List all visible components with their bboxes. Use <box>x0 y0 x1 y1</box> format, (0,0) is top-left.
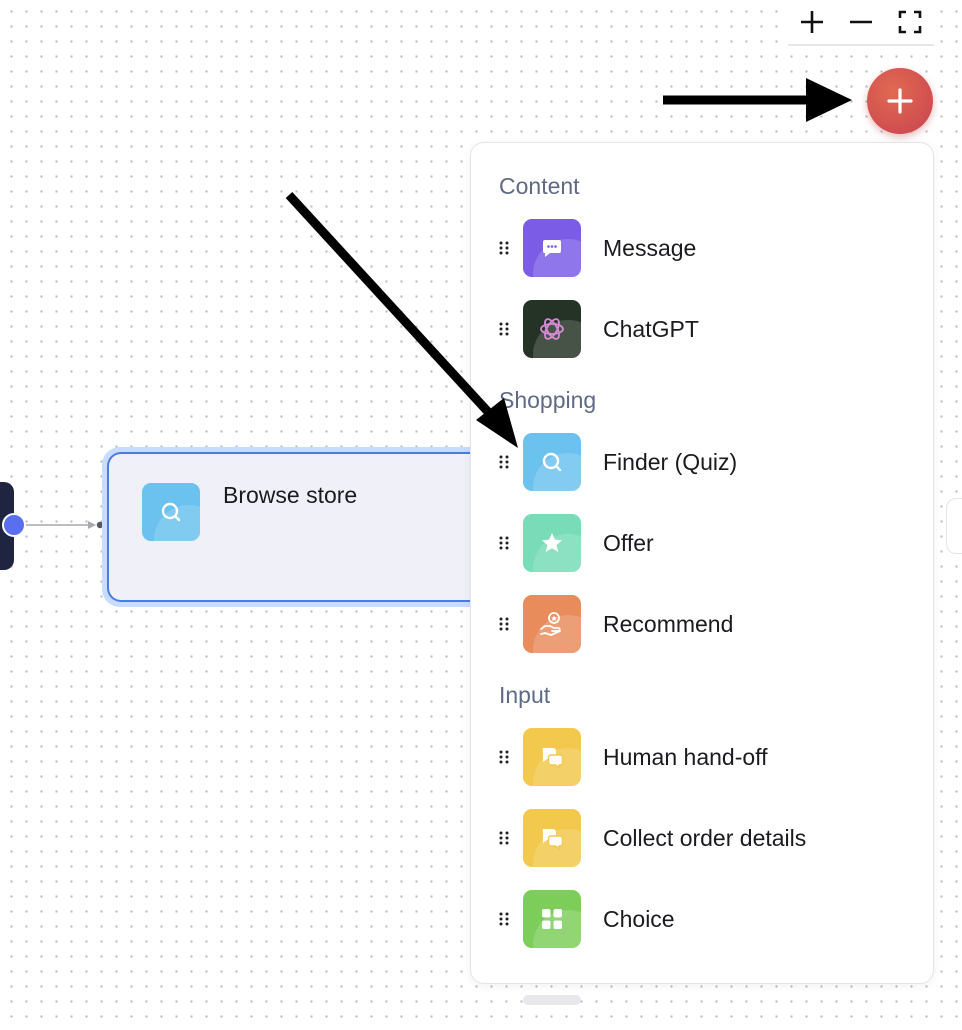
drag-handle-icon[interactable] <box>499 616 511 632</box>
section-title-input: Input <box>499 682 551 708</box>
zoom-out-button[interactable] <box>843 4 879 40</box>
step-palette: Content Message ChatGPT Shopping <box>470 142 934 1005</box>
node-title: Browse store <box>223 482 358 508</box>
hand-star-icon <box>523 595 581 653</box>
drag-handle-icon[interactable] <box>499 240 511 256</box>
connector-line <box>26 521 104 529</box>
tile-icon <box>523 995 581 1005</box>
drag-handle-icon[interactable] <box>499 321 511 337</box>
drag-handle-icon[interactable] <box>499 911 511 927</box>
browse-store-node[interactable] <box>102 447 502 607</box>
palette-item-message[interactable]: Message <box>499 218 919 278</box>
section-title-shopping: Shopping <box>499 387 597 413</box>
palette-item-label: ChatGPT <box>603 315 699 342</box>
palette-item-offer[interactable]: Offer <box>499 513 919 573</box>
drag-handle-icon[interactable] <box>499 830 511 846</box>
side-panel-handle[interactable] <box>946 498 962 554</box>
plus-icon <box>801 11 824 33</box>
drag-handle-icon[interactable] <box>499 535 511 551</box>
palette-item-label: Offer <box>603 529 654 556</box>
fullscreen-icon <box>898 10 921 34</box>
palette-item-chatgpt[interactable]: ChatGPT <box>499 299 919 359</box>
section-title-content: Content <box>499 173 580 199</box>
add-step-button[interactable] <box>867 68 933 134</box>
palette-item-recommend[interactable]: Recommend <box>499 594 919 654</box>
drag-handle-icon[interactable] <box>499 454 511 470</box>
zoom-in-button[interactable] <box>794 4 830 40</box>
minus-icon <box>849 20 872 24</box>
palette-item-label: Finder (Quiz) <box>603 448 738 475</box>
chat-bubbles-icon <box>523 809 581 867</box>
palette-item-partial[interactable] <box>499 970 919 1030</box>
search-icon <box>142 483 200 541</box>
palette-item-label: Collect order details <box>603 824 807 851</box>
star-icon <box>523 514 581 572</box>
palette-item-collect-order-details[interactable]: Collect order details <box>499 808 919 868</box>
palette-item-finder-quiz[interactable]: Finder (Quiz) <box>499 432 919 492</box>
palette-item-label: Human hand-off <box>603 743 768 770</box>
fullscreen-button[interactable] <box>892 4 928 40</box>
grid-icon <box>523 890 581 948</box>
palette-item-label: Recommend <box>603 610 734 637</box>
palette-item-choice[interactable]: Choice <box>499 889 919 949</box>
chat-bubble-icon <box>523 219 581 277</box>
openai-icon <box>523 300 581 358</box>
drag-handle-icon[interactable] <box>499 749 511 765</box>
annotation-arrowhead-fab <box>806 78 852 122</box>
search-icon <box>523 433 581 491</box>
palette-item-human-hand-off[interactable]: Human hand-off <box>499 727 919 787</box>
zoom-controls <box>788 0 934 46</box>
palette-item-label: Message <box>603 234 697 261</box>
plus-icon <box>887 88 913 114</box>
annotation-arrow-finder <box>285 191 494 418</box>
palette-item-label: Choice <box>603 905 675 932</box>
chat-bubbles-icon <box>523 728 581 786</box>
output-port[interactable] <box>2 513 26 537</box>
